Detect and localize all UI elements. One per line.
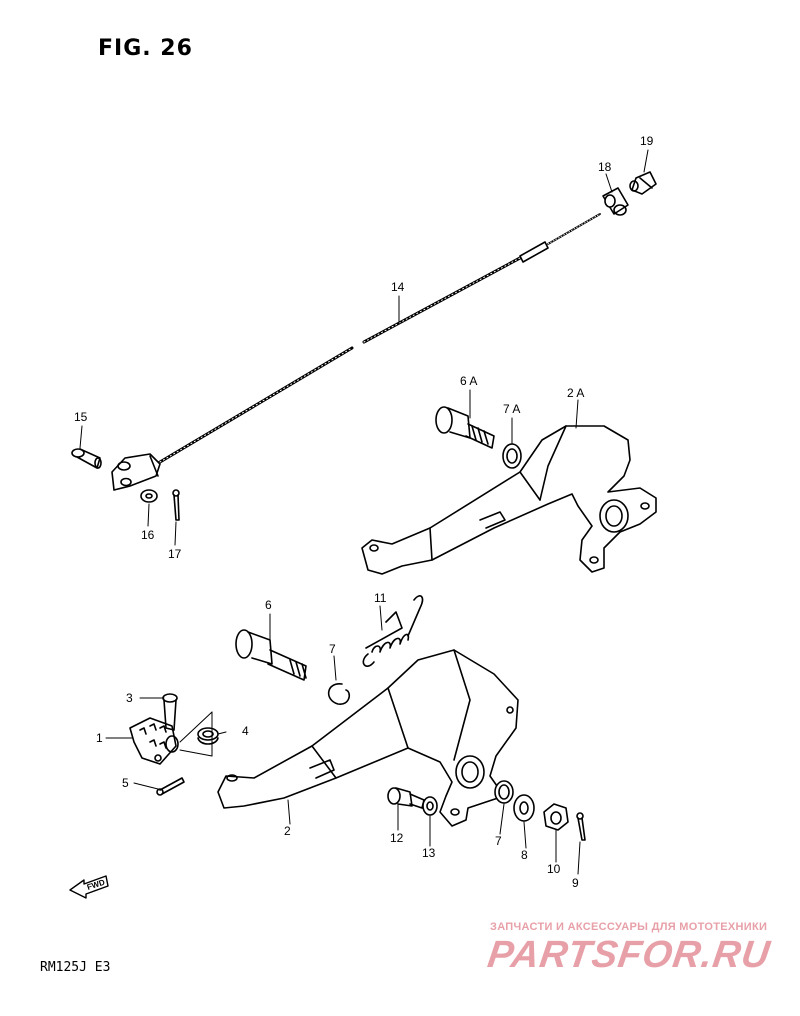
model-code: RM125J E3 [40,960,111,975]
return-spring [362,595,424,667]
callout-2a: 2 A [567,386,585,400]
cable-adjuster-sleeve [602,187,629,216]
figure-title: FIG. 26 [98,36,193,61]
callout-7: 7 [329,642,336,656]
leader-lines [79,149,649,875]
callout-9: 9 [572,876,579,890]
callout-10: 10 [547,862,561,876]
callout-4: 4 [242,724,249,738]
callout-15: 15 [74,410,88,424]
callout-6a: 6 A [460,374,478,388]
circlip-7b [494,780,514,804]
pivot-bolt-6a [435,406,495,449]
callout-7a: 7 A [503,402,521,416]
callout-8: 8 [521,848,528,862]
pivot-bolt-6 [235,629,307,681]
tip-spring [197,727,219,745]
clevis-pin [71,448,102,469]
callout-14: 14 [391,280,405,294]
callout-16: 16 [141,528,155,542]
callout-17: 17 [168,547,182,561]
callout-12: 12 [390,831,404,845]
callout-2: 2 [284,824,291,838]
callout-13: 13 [422,846,436,860]
nut-10 [543,803,569,831]
callout-6: 6 [265,598,272,612]
brake-pedal-2a [361,425,657,575]
washer-8 [513,794,535,822]
cotter-pin-9 [576,812,586,841]
bolt-12 [387,787,425,809]
callout-11: 11 [374,591,387,605]
circlip-7 [327,683,351,705]
washer-13 [422,796,438,816]
callout-18: 18 [598,160,612,174]
cable-adjuster-nut [629,171,657,195]
watermark-logo: PARTSFOR.RU [485,934,773,976]
brake-pedal-tip [129,717,179,765]
cotter-pin [172,489,180,521]
brake-cable [111,213,601,491]
forward-arrow-icon [69,875,109,899]
callout-3: 3 [126,691,133,705]
callout-5: 5 [122,776,129,790]
callout-19: 19 [640,134,654,148]
callout-1: 1 [96,731,103,745]
tip-cotter-pin [156,777,185,796]
washer-7a [502,443,522,469]
washer [140,489,158,503]
watermark-tagline: ЗАПЧАСТИ И АКСЕССУАРЫ ДЛЯ МОТОТЕХНИКИ [490,921,768,933]
brake-pedal-2 [217,649,519,827]
callout-7b: 7 [495,834,502,848]
